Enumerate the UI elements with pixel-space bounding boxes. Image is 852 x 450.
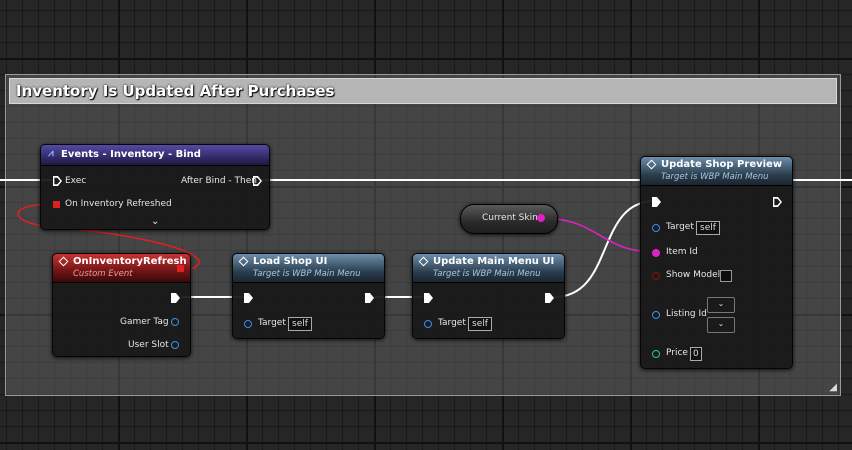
exec-wire-update-preview xyxy=(553,200,656,298)
item-id-label: Item Id xyxy=(666,247,698,257)
custom-event-subtitle: Custom Event xyxy=(73,269,133,279)
update-main-menu-ui-node[interactable]: Update Main Menu UI Target is WBP Main M… xyxy=(412,253,565,339)
custom-event-exec-out-pin[interactable] xyxy=(171,293,180,303)
update-preview-header[interactable]: Update Shop Preview Target is WBP Main M… xyxy=(641,157,792,186)
price-pin[interactable] xyxy=(652,350,660,358)
update-menu-exec-in-pin[interactable] xyxy=(424,293,433,303)
delegate-wire xyxy=(17,203,200,270)
resize-grip-icon[interactable]: ◢ xyxy=(829,382,837,393)
update-preview-target-label: Target xyxy=(666,222,694,232)
show-model-label: Show Model xyxy=(666,270,721,280)
update-menu-target-pin[interactable] xyxy=(424,320,432,328)
update-menu-target-field[interactable]: self xyxy=(468,317,492,331)
current-skin-label: Current Skin xyxy=(482,213,538,223)
comment-title[interactable]: Inventory Is Updated After Purchases xyxy=(16,82,335,100)
bind-node-header[interactable]: ⩘ Events - Inventory - Bind xyxy=(41,145,269,166)
custom-event-title: OnInventoryRefresh xyxy=(73,256,187,267)
show-model-pin[interactable] xyxy=(652,272,660,280)
bind-event-node[interactable]: ⩘ Events - Inventory - Bind Exec After B… xyxy=(40,144,270,230)
event-diamond-icon xyxy=(58,256,69,267)
custom-event-delegate-pin[interactable] xyxy=(177,265,184,272)
update-preview-exec-out-pin[interactable] xyxy=(773,197,782,207)
user-slot-pin[interactable] xyxy=(171,341,179,349)
user-slot-label: User Slot xyxy=(128,340,169,350)
load-shop-title: Load Shop UI xyxy=(253,256,328,267)
bind-exec-in-label: Exec xyxy=(65,176,87,186)
name-wire-skin-itemid xyxy=(539,217,656,253)
load-shop-subtitle: Target is WBP Main Menu xyxy=(253,269,361,279)
item-id-pin[interactable] xyxy=(652,249,660,257)
event-bind-icon: ⩘ xyxy=(48,148,54,159)
update-menu-exec-out-pin[interactable] xyxy=(545,293,554,303)
comment-header[interactable]: Inventory Is Updated After Purchases xyxy=(9,78,837,104)
custom-event-node[interactable]: OnInventoryRefresh Custom Event Gamer Ta… xyxy=(52,253,191,357)
update-preview-target-pin[interactable] xyxy=(652,224,660,232)
load-shop-exec-in-pin[interactable] xyxy=(244,293,253,303)
update-menu-target-label: Target xyxy=(438,318,466,328)
chevron-down-icon[interactable]: ⌄ xyxy=(151,216,160,227)
gamer-tag-pin[interactable] xyxy=(171,318,179,326)
function-icon xyxy=(646,159,657,170)
bind-delegate-pin[interactable] xyxy=(53,201,60,208)
load-shop-target-field[interactable]: self xyxy=(288,317,312,331)
update-preview-target-field[interactable]: self xyxy=(696,221,720,235)
load-shop-exec-out-pin[interactable] xyxy=(365,293,374,303)
bind-delegate-label: On Inventory Refreshed xyxy=(65,199,172,209)
listing-id-dropdown-2[interactable]: ⌄ xyxy=(707,317,735,333)
load-shop-ui-node[interactable]: Load Shop UI Target is WBP Main Menu Tar… xyxy=(232,253,385,339)
update-menu-title: Update Main Menu UI xyxy=(433,256,555,267)
listing-id-dropdown-1[interactable]: ⌄ xyxy=(707,297,735,313)
current-skin-pin[interactable] xyxy=(537,214,545,222)
update-menu-subtitle: Target is WBP Main Menu xyxy=(433,269,541,279)
load-shop-header[interactable]: Load Shop UI Target is WBP Main Menu xyxy=(233,254,384,283)
price-field[interactable]: 0 xyxy=(690,347,702,361)
listing-id-pin[interactable] xyxy=(652,311,660,319)
bind-node-title: Events - Inventory - Bind xyxy=(61,149,201,160)
load-shop-target-label: Target xyxy=(258,318,286,328)
gamer-tag-label: Gamer Tag xyxy=(120,317,169,327)
current-skin-variable-node[interactable]: Current Skin xyxy=(460,204,558,234)
update-preview-subtitle: Target is WBP Main Menu xyxy=(661,172,769,182)
bind-exec-out-label: After Bind - Then xyxy=(181,176,257,186)
listing-id-label: Listing Id xyxy=(666,309,707,319)
load-shop-target-pin[interactable] xyxy=(244,320,252,328)
show-model-checkbox[interactable] xyxy=(720,270,732,282)
update-preview-title: Update Shop Preview xyxy=(661,159,783,170)
bind-exec-in-pin[interactable] xyxy=(53,176,62,186)
update-shop-preview-node[interactable]: Update Shop Preview Target is WBP Main M… xyxy=(640,156,793,369)
function-icon xyxy=(418,256,429,267)
custom-event-header[interactable]: OnInventoryRefresh Custom Event xyxy=(53,254,190,283)
update-preview-exec-in-pin[interactable] xyxy=(652,197,661,207)
function-icon xyxy=(238,256,249,267)
price-label: Price xyxy=(666,348,688,358)
update-menu-header[interactable]: Update Main Menu UI Target is WBP Main M… xyxy=(413,254,564,283)
